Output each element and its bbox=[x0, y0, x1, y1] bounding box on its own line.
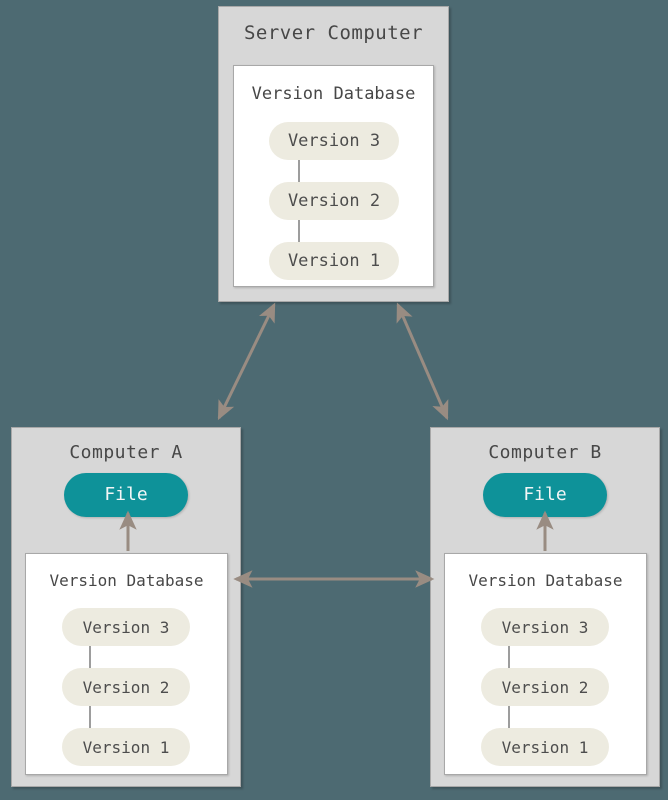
computer-a-version-pill-3: Version 3 bbox=[62, 608, 190, 646]
server-computer-title: Server Computer bbox=[243, 22, 424, 44]
computer-b-title: Computer B bbox=[488, 442, 602, 463]
computer-b-version-connector-3-2 bbox=[508, 646, 510, 668]
computer-a-version-pill-1: Version 1 bbox=[62, 728, 190, 766]
server-version-pill-2: Version 2 bbox=[269, 182, 399, 220]
computer-a-version-connector-3-2 bbox=[89, 646, 91, 668]
computer-b-file-pill: File bbox=[483, 473, 607, 517]
computer-a-version-database-panel: Version Database Version 3 Version 2 Ver… bbox=[25, 553, 228, 775]
computer-b-box: Computer B File Version Database Version… bbox=[430, 427, 660, 787]
server-version-database-panel: Version Database Version 3 Version 2 Ver… bbox=[233, 65, 434, 287]
arrow-server-computer-b bbox=[396, 302, 449, 421]
computer-a-box: Computer A File Version Database Version… bbox=[11, 427, 241, 787]
computer-b-version-connector-2-1 bbox=[508, 706, 510, 728]
computer-a-version-connector-2-1 bbox=[89, 706, 91, 728]
server-computer-box: Server Computer Version Database Version… bbox=[218, 6, 449, 302]
computer-b-version-database-panel: Version Database Version 3 Version 2 Ver… bbox=[444, 553, 647, 775]
server-version-connector-3-2 bbox=[298, 160, 300, 182]
computer-b-version-pill-1: Version 1 bbox=[481, 728, 609, 766]
server-version-connector-2-1 bbox=[298, 220, 300, 242]
computer-a-file-pill: File bbox=[64, 473, 188, 517]
arrow-server-computer-a bbox=[217, 302, 276, 421]
computer-a-version-database-title: Version Database bbox=[49, 571, 204, 590]
computer-b-version-database-title: Version Database bbox=[468, 571, 623, 590]
computer-b-version-pill-3: Version 3 bbox=[481, 608, 609, 646]
computer-a-title: Computer A bbox=[69, 442, 183, 463]
server-version-database-title: Version Database bbox=[251, 84, 416, 104]
server-version-pill-1: Version 1 bbox=[269, 242, 399, 280]
server-version-pill-3: Version 3 bbox=[269, 122, 399, 160]
computer-a-version-pill-2: Version 2 bbox=[62, 668, 190, 706]
computer-b-version-pill-2: Version 2 bbox=[481, 668, 609, 706]
